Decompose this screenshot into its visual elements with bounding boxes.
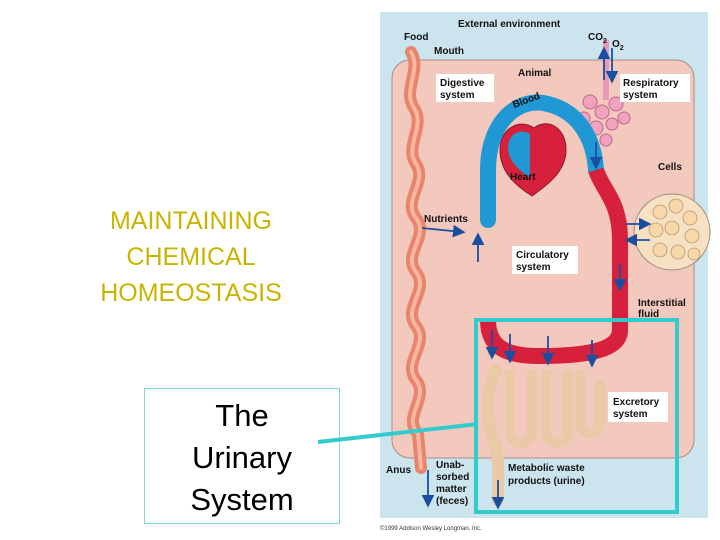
excretory-label-bg <box>608 392 668 422</box>
label-digestive-1: Digestive <box>440 78 485 89</box>
label-copyright: ©1999 Addison Wesley Longman, Inc. <box>380 525 482 532</box>
label-circulatory-1: Circulatory <box>516 250 569 261</box>
digestive-label-bg <box>436 74 494 102</box>
label-o2: O2 <box>612 39 624 52</box>
slide-title-line-2: CHEMICAL <box>126 243 256 271</box>
excretory-highlight-frame <box>474 318 679 514</box>
label-respiratory-2: system <box>623 90 658 101</box>
label-external-environment: External environment <box>458 19 561 30</box>
label-co2-sub: 2 <box>603 38 607 45</box>
label-heart: Heart <box>510 172 536 183</box>
slide-title-line-1: MAINTAINING <box>109 207 273 235</box>
label-unabsorbed-2: sorbed <box>436 472 469 483</box>
label-unabsorbed-4: (feces) <box>436 496 468 507</box>
label-metabolic-1: Metabolic waste <box>508 463 585 474</box>
label-metabolic-2: products (urine) <box>508 476 585 487</box>
respiratory-label-bg <box>620 74 690 102</box>
label-cells: Cells <box>658 162 682 173</box>
kidney-tubule-loop-2 <box>541 370 573 449</box>
label-animal: Animal <box>518 68 552 79</box>
heart-blue-chamber <box>508 131 530 178</box>
label-circulatory-2: system <box>516 262 551 273</box>
urinary-callout-line-3: System <box>190 482 294 517</box>
kidney-tubule-loop-3 <box>575 370 605 439</box>
callout-connector-line <box>317 422 479 444</box>
label-respiratory-1: Respiratory <box>623 78 679 89</box>
urinary-callout-box <box>144 388 340 524</box>
label-excretory-2: system <box>613 409 648 420</box>
digestive-tract-inner <box>408 50 423 470</box>
label-excretory-1: Excretory <box>613 397 660 408</box>
label-o2-sub: 2 <box>620 45 624 52</box>
blood-vessel-bottom <box>480 319 628 365</box>
label-digestive-2: system <box>440 90 475 101</box>
kidney-tubule-loop-1 <box>505 370 537 449</box>
label-unabsorbed-1: Unab- <box>436 460 464 471</box>
label-co2-main: CO <box>588 32 603 43</box>
label-anus: Anus <box>386 465 411 476</box>
urinary-callout-line-1: The <box>215 398 269 433</box>
label-interstitial-1: Interstitial <box>638 298 686 309</box>
label-mouth: Mouth <box>434 46 464 57</box>
slide-title: MAINTAINING CHEMICAL HOMEOSTASIS <box>60 203 322 311</box>
flow-arrows <box>421 46 652 510</box>
blood-vessel-right <box>588 167 628 330</box>
blood-vessel-top <box>480 94 604 228</box>
label-o2-main: O <box>612 39 620 50</box>
cell-items <box>648 198 701 261</box>
urinary-callout-text: The Urinary System <box>144 395 340 521</box>
label-unabsorbed-3: matter <box>436 484 467 495</box>
label-interstitial-2: fluid <box>638 309 659 320</box>
label-co2: CO2 <box>588 32 607 45</box>
urinary-callout-line-2: Urinary <box>192 440 292 475</box>
label-food: Food <box>404 32 428 43</box>
slide-title-line-3: HOMEOSTASIS <box>100 279 282 307</box>
circulatory-label-bg <box>512 246 578 274</box>
label-nutrients: Nutrients <box>424 214 468 225</box>
